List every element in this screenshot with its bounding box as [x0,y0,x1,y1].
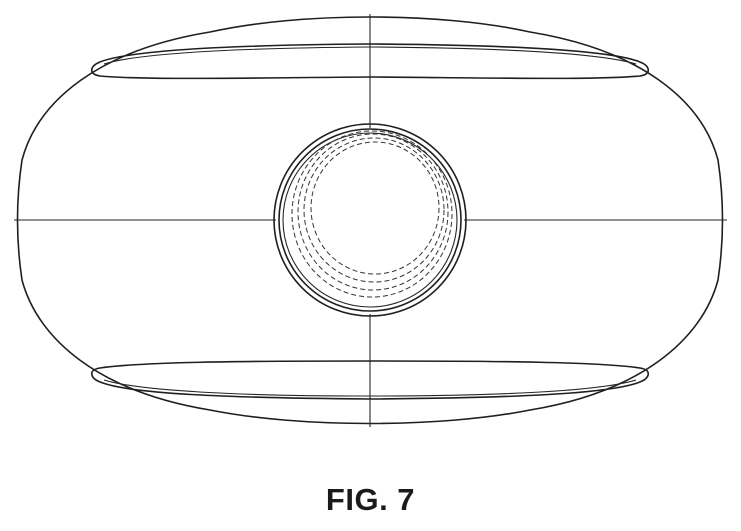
thread-hidden-line-2 [298,134,448,290]
thread-hidden-line-1 [292,131,452,297]
thread-hidden-line-3 [304,138,444,282]
spout-outer-ring [274,124,466,316]
thread-hidden-line-4 [311,142,439,274]
figure-caption: FIG. 7 [0,482,741,518]
spout-ring-3 [283,133,457,307]
spout-ring-2 [279,129,461,311]
